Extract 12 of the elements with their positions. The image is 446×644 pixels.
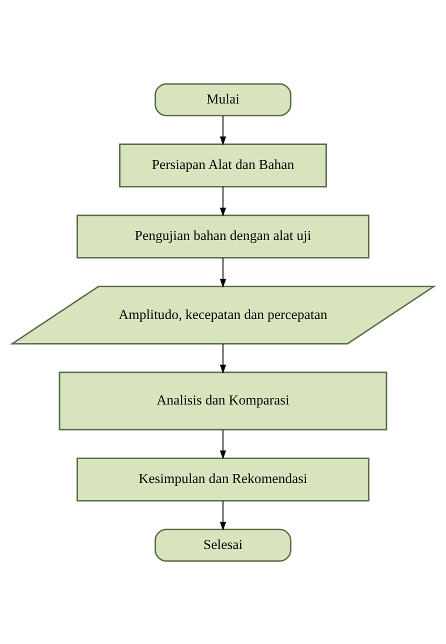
arrow: [220, 186, 226, 216]
node-box: Mulai: [154, 82, 292, 116]
node-box: Analisis dan Komparasi: [58, 371, 388, 430]
arrow: [220, 257, 226, 288]
arrow: [220, 429, 226, 459]
arrow: [220, 500, 226, 530]
node-box: Pengujian bahan dengan alat uji: [76, 214, 370, 258]
arrow: [220, 114, 226, 145]
node-box: Selesai: [154, 528, 292, 562]
node-box: Kesimpulan dan Rekomendasi: [76, 457, 370, 502]
arrow: [220, 343, 226, 374]
node-box: Persiapan Alat dan Bahan: [119, 142, 327, 187]
